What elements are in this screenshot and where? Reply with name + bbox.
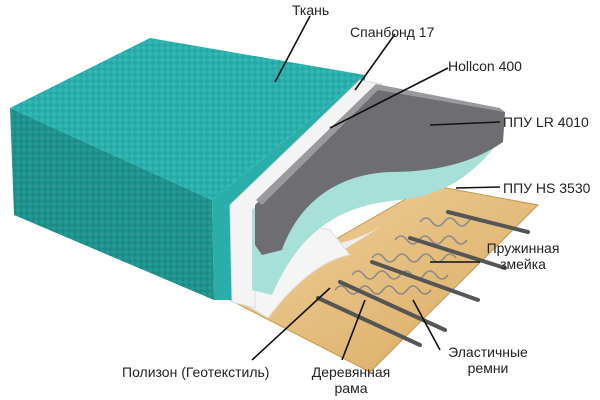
- ppu-lr-layer: [255, 86, 505, 255]
- label-belts-line2: ремни: [467, 360, 509, 376]
- label-spring-line1: Пружинная: [486, 240, 560, 256]
- label-ppu-hs: ППУ HS 3530: [503, 180, 591, 196]
- label-spring-snake: Пружинная змейка: [478, 240, 568, 272]
- label-frame-line2: рама: [334, 380, 368, 396]
- fabric-side: [10, 108, 214, 300]
- label-ppu-lr: ППУ LR 4010: [503, 114, 589, 130]
- spring-snake: [334, 217, 481, 295]
- label-hollcon: Hollcon 400: [448, 58, 522, 74]
- label-wooden-frame: Деревянная рама: [306, 364, 396, 396]
- label-polyzon: Полизон (Геотекстиль): [122, 364, 270, 380]
- label-belts-line1: Эластичные: [448, 344, 528, 360]
- label-spring-line2: змейка: [500, 256, 546, 272]
- label-elastic-belts: Эластичные ремни: [440, 344, 536, 376]
- elastic-belts: [316, 210, 530, 347]
- label-frame-line1: Деревянная: [311, 364, 391, 380]
- leader-lines: [251, 15, 501, 361]
- label-spunbond: Спанбонд 17: [350, 24, 435, 40]
- wooden-frame: [228, 184, 540, 373]
- label-fabric: Ткань: [292, 2, 330, 18]
